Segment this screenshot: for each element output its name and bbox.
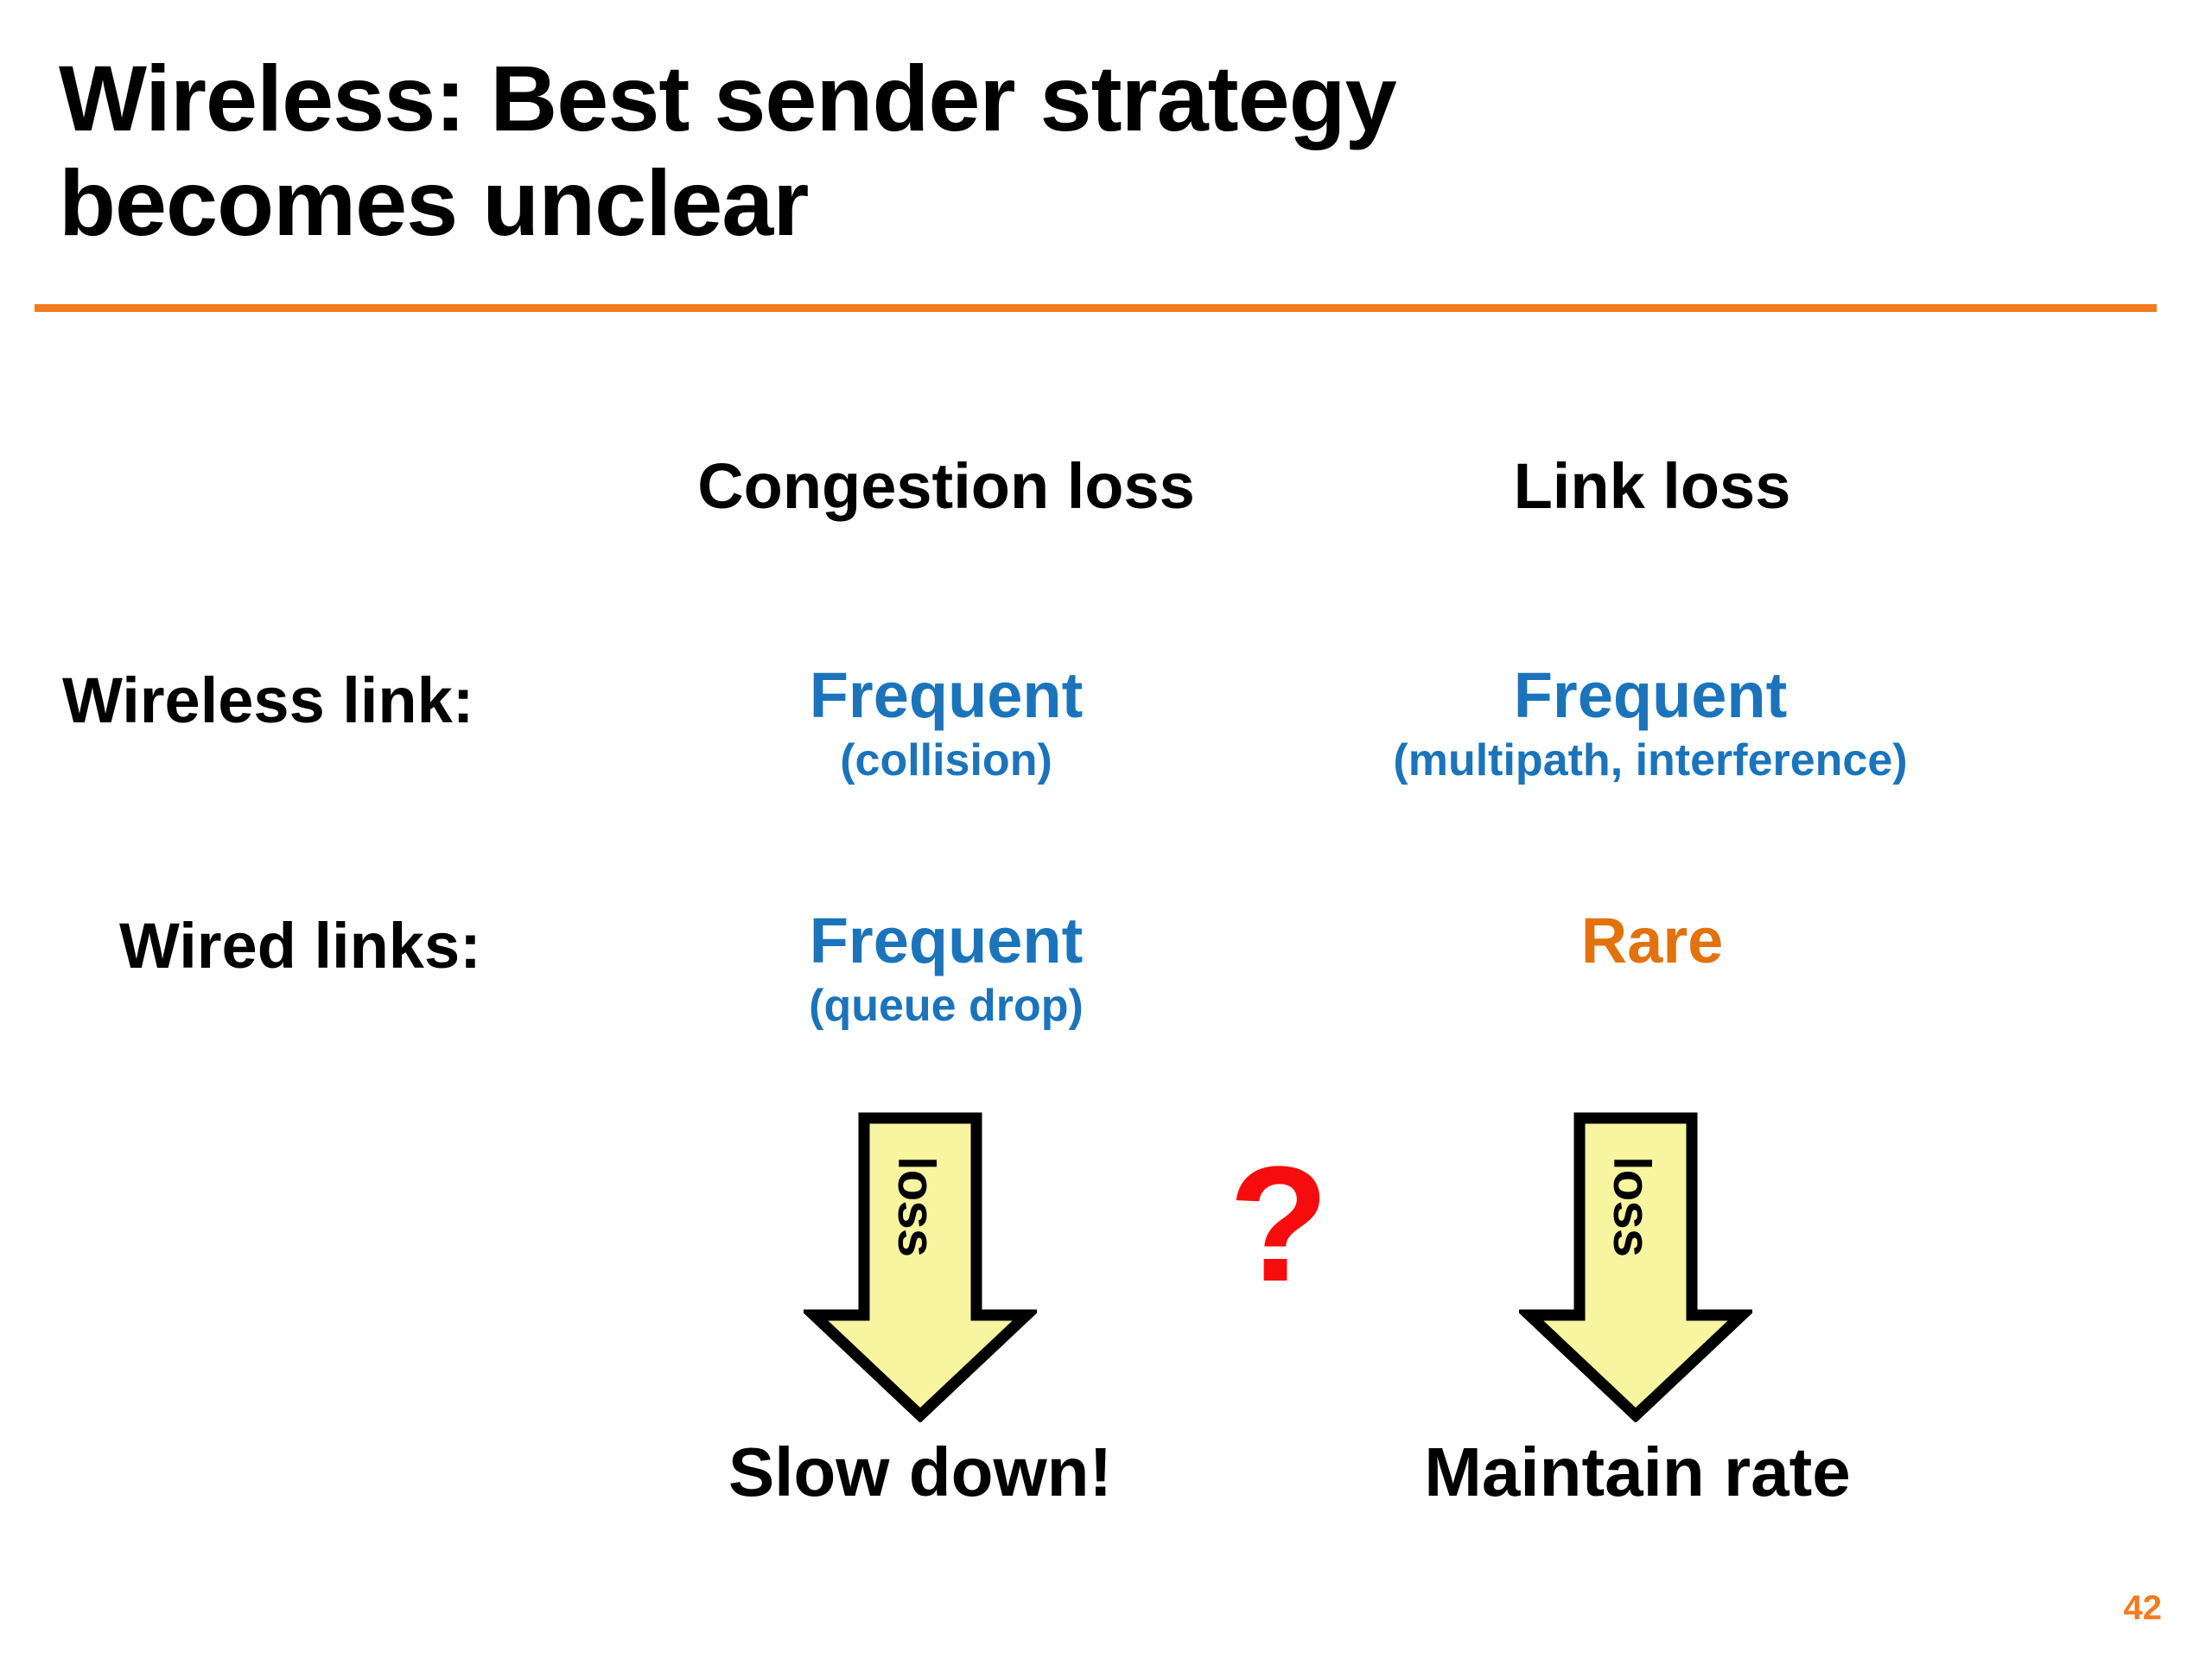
page-title: Wireless: Best sender strategy becomes u… xyxy=(59,46,1787,256)
arrow-label-loss: loss xyxy=(887,1156,945,1257)
cell-value: Rare xyxy=(1580,905,1724,976)
cell-detail: (queue drop) xyxy=(809,981,1084,1031)
row-label-wired-links: Wired links: xyxy=(119,910,481,982)
down-arrow-icon xyxy=(1519,1112,1752,1422)
column-header-link-loss: Link loss xyxy=(1513,450,1791,522)
down-arrow-icon xyxy=(804,1112,1037,1422)
cell-wireless-congestion: Frequent (collision) xyxy=(635,664,1257,789)
row-label-wireless-link: Wireless link: xyxy=(62,664,474,736)
cell-detail: (multipath, interference) xyxy=(1393,735,1908,785)
column-header-congestion-loss: Congestion loss xyxy=(697,450,1195,522)
cell-wired-congestion: Frequent (queue drop) xyxy=(635,909,1257,1034)
cell-wireless-link-loss: Frequent (multipath, interference) xyxy=(1287,664,2013,789)
title-line-1: Wireless: Best sender strategy xyxy=(59,46,1397,150)
page-number: 42 xyxy=(2123,1589,2163,1627)
cell-value: Frequent xyxy=(809,905,1084,976)
down-arrow-congestion: loss xyxy=(804,1111,1037,1422)
question-mark-icon: ? xyxy=(1228,1133,1330,1316)
title-divider-rule xyxy=(35,304,2157,312)
title-line-2: becomes unclear xyxy=(59,149,809,255)
cell-wired-link-loss: Rare xyxy=(1479,909,1825,978)
cell-value: Frequent xyxy=(1513,659,1788,731)
down-arrow-link-loss: loss xyxy=(1519,1111,1752,1422)
cell-detail: (collision) xyxy=(840,735,1052,785)
outcome-maintain-rate: Maintain rate xyxy=(1424,1433,1851,1510)
cell-value: Frequent xyxy=(809,659,1084,731)
arrow-label-loss: loss xyxy=(1603,1156,1661,1257)
outcome-slow-down: Slow down! xyxy=(728,1433,1113,1510)
